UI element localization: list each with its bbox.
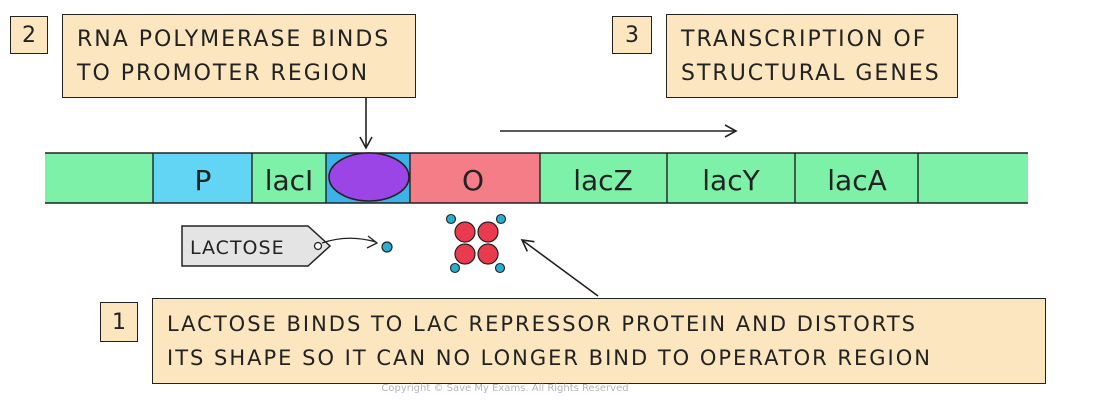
promoter-segment [153, 153, 252, 203]
laca-segment [795, 153, 918, 203]
lac-repressor-icon [445, 213, 507, 274]
repressor-arrow [520, 239, 599, 297]
lactose-tag-hole-icon [313, 241, 323, 251]
lactose-tag [181, 225, 332, 267]
step-3-number: 3 [612, 16, 652, 54]
step-1-note: LACTOSE BINDS TO LAC REPRESSOR PROTEIN A… [152, 298, 1046, 384]
lacz-label: lacZ [573, 164, 633, 197]
step-3-line-2: STRUCTURAL GENES [681, 61, 941, 86]
step-1-line-1: LACTOSE BINDS TO LAC REPRESSOR PROTEIN A… [167, 312, 917, 336]
operator-label: O [462, 164, 484, 197]
copyright-notice: Copyright © Save My Exams. All Rights Re… [381, 383, 629, 394]
step-1-line-2: ITS SHAPE SO IT CAN NO LONGER BIND TO OP… [167, 346, 932, 370]
lactose-molecule-icon [381, 241, 393, 253]
step-2-note: RNA POLYMERASE BINDS TO PROMOTER REGION [62, 14, 416, 98]
promoter-label: P [195, 164, 212, 197]
operator-segment [410, 153, 540, 203]
step-1-number: 1 [100, 302, 138, 342]
step-2-line-1: RNA POLYMERASE BINDS [77, 27, 391, 52]
lacy-segment [667, 153, 795, 203]
lacz-segment [540, 153, 667, 203]
dna-right-segment [918, 153, 1028, 203]
laci-label: lacI [265, 164, 314, 197]
step-2-line-2: TO PROMOTER REGION [77, 61, 370, 86]
lacy-label: lacY [702, 164, 760, 197]
rna-polymerase-shape [328, 152, 410, 202]
lactose-pointer [321, 237, 377, 244]
step-3-note: TRANSCRIPTION OF STRUCTURAL GENES [666, 14, 958, 98]
step-3-line-1: TRANSCRIPTION OF [681, 27, 928, 52]
dna-left-segment [45, 153, 153, 203]
lactose-tag-label: LACTOSE [190, 237, 285, 259]
step-2-number: 2 [10, 16, 48, 54]
laci-segment [252, 153, 326, 203]
laca-label: lacA [827, 164, 887, 197]
